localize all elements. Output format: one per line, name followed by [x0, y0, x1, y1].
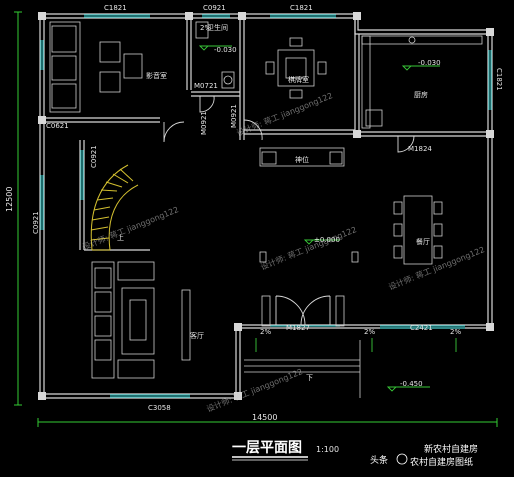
window-label-c1821-b: C1821	[290, 4, 313, 12]
room-label-study: 影音室	[146, 71, 167, 80]
window-label-c2421: C2421	[410, 324, 433, 332]
level-label-bath: -0.030	[214, 46, 237, 54]
room-label-bathroom: 卫生间	[207, 23, 228, 32]
window-label-c0621: C0621	[46, 122, 69, 130]
windows	[40, 14, 492, 398]
room-label-dining-room: 棋牌室	[288, 75, 309, 84]
source-account-2: 农村自建房图纸	[410, 456, 473, 468]
dimension-lines	[14, 11, 498, 427]
door-label-m1824: M1824	[408, 145, 432, 153]
door-label-m0721: M0721	[194, 82, 218, 90]
annotation-notes: 上 下 2% 2% 2% 2%	[117, 24, 461, 382]
doors	[163, 95, 415, 326]
door-label-m0921-b: M0921	[230, 104, 238, 128]
window-door-labels: C1821 C0921 C1821 C1821 C0621 M0721 M092…	[32, 4, 503, 412]
watermark-1: 设计师: 蒋工 jianggong122	[235, 90, 334, 138]
account-avatar-icon	[396, 453, 408, 465]
plan-scale: 1:100	[316, 445, 339, 454]
structural-columns	[38, 12, 494, 400]
stair-up-note: 上	[117, 233, 124, 242]
slope-note-4: 2%	[200, 24, 211, 32]
window-label-c1821-right: C1821	[495, 68, 503, 91]
step-down-note: 下	[306, 374, 313, 382]
slope-note-1: 2%	[260, 328, 271, 336]
source-overlay: 头条 新农村自建房 农村自建房图纸	[370, 443, 478, 468]
room-label-shrine: 神位	[295, 155, 309, 164]
level-label-outdoor: -0.450	[400, 380, 423, 388]
source-account: 新农村自建房	[424, 443, 478, 455]
slope-note-2: 2%	[364, 328, 375, 336]
room-label-living: 客厅	[190, 331, 204, 340]
window-label-c0921-top: C0921	[203, 4, 226, 12]
door-label-m0921-a: M0921	[200, 111, 208, 135]
level-markers	[198, 45, 457, 392]
room-label-kitchen: 厨房	[414, 90, 428, 99]
watermarks: 设计师: 蒋工 jianggong122 设计师: 蒋工 jianggong12…	[81, 90, 486, 414]
window-label-c0921-stair: C0921	[90, 145, 98, 168]
watermark-2: 设计师: 蒋工 jianggong122	[81, 204, 180, 252]
level-labels: -0.030 -0.030 ±0.000 -0.450	[214, 46, 441, 388]
room-labels: 影音室 卫生间 棋牌室 厨房 神位 餐厅 客厅	[146, 23, 430, 340]
spiral-stair	[90, 164, 139, 251]
window-label-c0921-left: C0921	[32, 211, 40, 234]
furniture	[49, 21, 483, 398]
source-platform: 头条	[370, 454, 388, 466]
level-label-main: ±0.000	[314, 236, 340, 244]
slope-note-3: 2%	[450, 328, 461, 336]
door-label-m1827: M1827	[286, 324, 310, 332]
watermark-3: 设计师: 蒋工 jianggong122	[259, 224, 358, 272]
overall-depth-label: 12500	[5, 187, 14, 212]
plan-title: 一层平面图	[232, 440, 302, 456]
level-label-kitchen: -0.030	[418, 59, 441, 67]
room-label-dining: 餐厅	[416, 237, 430, 246]
window-label-c3058: C3058	[148, 404, 171, 412]
walls	[39, 13, 493, 399]
watermark-5: 设计师: 蒋工 jianggong122	[205, 366, 304, 414]
overall-width-label: 14500	[252, 413, 277, 422]
window-label-c1821-a: C1821	[104, 4, 127, 12]
